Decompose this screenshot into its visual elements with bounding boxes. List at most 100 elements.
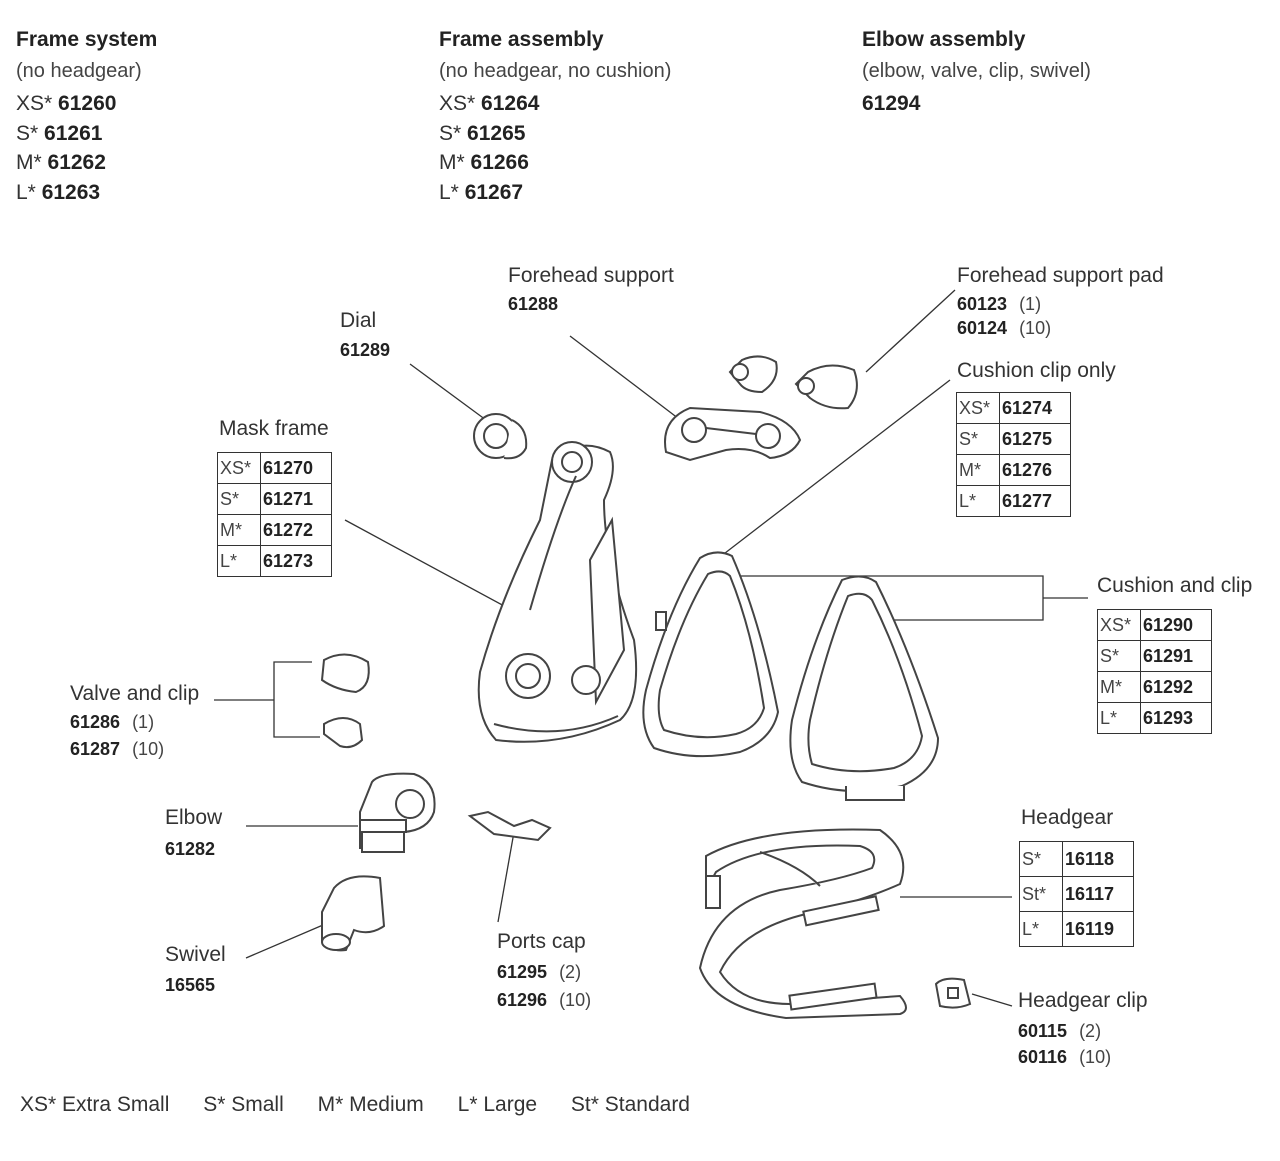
size-cell: L* [956, 485, 1000, 517]
mask-frame-table: XS*61270 S*61271 M*61272 L*61273 [217, 452, 332, 577]
size-cell: S* [217, 483, 261, 515]
table-row: L*61273 [217, 545, 332, 577]
forehead-support-label: Forehead support [508, 264, 674, 287]
table-row: XS*61270 [217, 452, 332, 484]
legend-item: L* Large [457, 1093, 538, 1116]
elbow-drawing [359, 772, 436, 853]
elbow-assembly-block: Elbow assembly (elbow, valve, clip, swiv… [862, 28, 1091, 119]
header-row: XS* 61264 [439, 92, 540, 115]
legend-item: XS* Extra Small [20, 1093, 170, 1116]
table-row: S*61291 [1097, 640, 1212, 672]
table-row: L*16119 [1019, 911, 1134, 947]
size-cell: St* [1019, 876, 1063, 912]
part-cell: 61277 [999, 485, 1071, 517]
leader-headgear-clip [971, 993, 1013, 1007]
frame-assembly-block: Frame assembly (no headgear, no cushion)… [439, 28, 671, 207]
header-row: 61294 [862, 92, 921, 115]
size-legend: XS* Extra Small S* Small M* Medium L* La… [20, 1093, 718, 1117]
size-cell: L* [1019, 911, 1063, 947]
headgear-drawing [698, 828, 907, 1020]
table-row: XS*61290 [1097, 609, 1212, 641]
size-cell: XS* [1097, 609, 1141, 641]
cushion-and-clip-label: Cushion and clip [1097, 574, 1253, 597]
forehead-support-drawing [664, 406, 802, 462]
headgear-clip-drawing [934, 977, 972, 1009]
header-row: L* 61267 [439, 180, 524, 204]
legend-item: St* Standard [570, 1093, 690, 1116]
leader-ports-cap [497, 831, 515, 923]
header-title: Elbow assembly [862, 28, 1026, 51]
table-row: L*61277 [956, 485, 1071, 517]
table-row: M*61292 [1097, 671, 1212, 703]
headgear-table: S*16118 St*16117 L*16119 [1019, 841, 1134, 947]
size-cell: L* [1097, 702, 1141, 734]
size-cell: M* [1097, 671, 1141, 703]
legend-item: S* Small [203, 1093, 284, 1116]
header-subtitle: (elbow, valve, clip, swivel) [862, 60, 1091, 82]
header-title: Frame assembly [439, 28, 604, 51]
cushion-clip-drawing [642, 551, 780, 758]
size-cell: XS* [217, 452, 261, 484]
part-cell: 61276 [999, 454, 1071, 486]
forehead-support-part-number: 61288 [508, 294, 559, 314]
size-cell: L* [217, 545, 261, 577]
table-row: M*61272 [217, 514, 332, 546]
swivel-drawing [321, 875, 386, 952]
part-cell: 61271 [260, 483, 332, 515]
forehead-support-pad-label: Forehead support pad [957, 264, 1164, 287]
ports-cap-label: Ports cap [497, 930, 586, 953]
part-cell: 16118 [1062, 841, 1134, 877]
header-title: Frame system [16, 28, 158, 51]
valve-clip-drawing [320, 653, 370, 749]
forehead-pad-drawing [728, 355, 858, 410]
header-row: M* 61266 [439, 151, 529, 174]
valve-and-clip-label: Valve and clip [70, 682, 200, 705]
table-row: L*61293 [1097, 702, 1212, 734]
leader-valve-clip [273, 661, 320, 738]
part-cell: 61273 [260, 545, 332, 577]
elbow-label: Elbow [165, 806, 223, 829]
part-cell: 61274 [999, 392, 1071, 424]
frame-system-block: Frame system (no headgear) XS* 61260 S* … [16, 28, 157, 207]
table-row: S*61275 [956, 423, 1071, 455]
mask-frame-label: Mask frame [219, 417, 329, 440]
forehead-support-pad-part-1: 60123(1) [957, 294, 1042, 314]
header-row: S* 61261 [16, 121, 103, 145]
valve-and-clip-part-1: 61286(1) [70, 712, 155, 732]
part-cell: 61272 [260, 514, 332, 546]
header-row: L* 61263 [16, 180, 101, 204]
leader-forehead-pad [865, 289, 956, 373]
header-row: S* 61265 [439, 121, 526, 145]
swivel-part-number: 16565 [165, 975, 216, 995]
leader-swivel [245, 921, 331, 959]
dial-label: Dial [340, 309, 377, 332]
headgear-label: Headgear [1021, 806, 1114, 829]
cushion-clip-only-label: Cushion clip only [957, 359, 1116, 382]
forehead-support-pad-part-2: 60124(10) [957, 318, 1052, 338]
valve-and-clip-part-2: 61287(10) [70, 739, 165, 759]
size-cell: S* [956, 423, 1000, 455]
dial-drawing [473, 413, 528, 460]
cushion-and-clip-table: XS*61290 S*61291 M*61292 L*61293 [1097, 609, 1212, 734]
table-row: St*16117 [1019, 876, 1134, 912]
dial-part-number: 61289 [340, 340, 391, 360]
table-row: XS*61274 [956, 392, 1071, 424]
leader-mask-frame [344, 519, 531, 621]
header-subtitle: (no headgear) [16, 60, 142, 82]
ports-cap-part-2: 61296(10) [497, 990, 592, 1010]
header-row: XS* 61260 [16, 92, 117, 115]
headgear-clip-part-1: 60115(2) [1018, 1021, 1102, 1041]
part-cell: 61270 [260, 452, 332, 484]
ports-cap-drawing [467, 810, 552, 842]
part-cell: 61290 [1140, 609, 1212, 641]
size-cell: S* [1097, 640, 1141, 672]
mask-frame-drawing [477, 441, 638, 743]
elbow-part-number: 61282 [165, 839, 216, 859]
ports-cap-part-1: 61295(2) [497, 962, 582, 982]
header-subtitle: (no headgear, no cushion) [439, 60, 672, 82]
table-row: S*16118 [1019, 841, 1134, 877]
cushion-drawing [789, 575, 940, 801]
cushion-clip-only-table: XS*61274 S*61275 M*61276 L*61277 [956, 392, 1071, 517]
size-cell: M* [956, 454, 1000, 486]
part-cell: 16119 [1062, 911, 1134, 947]
